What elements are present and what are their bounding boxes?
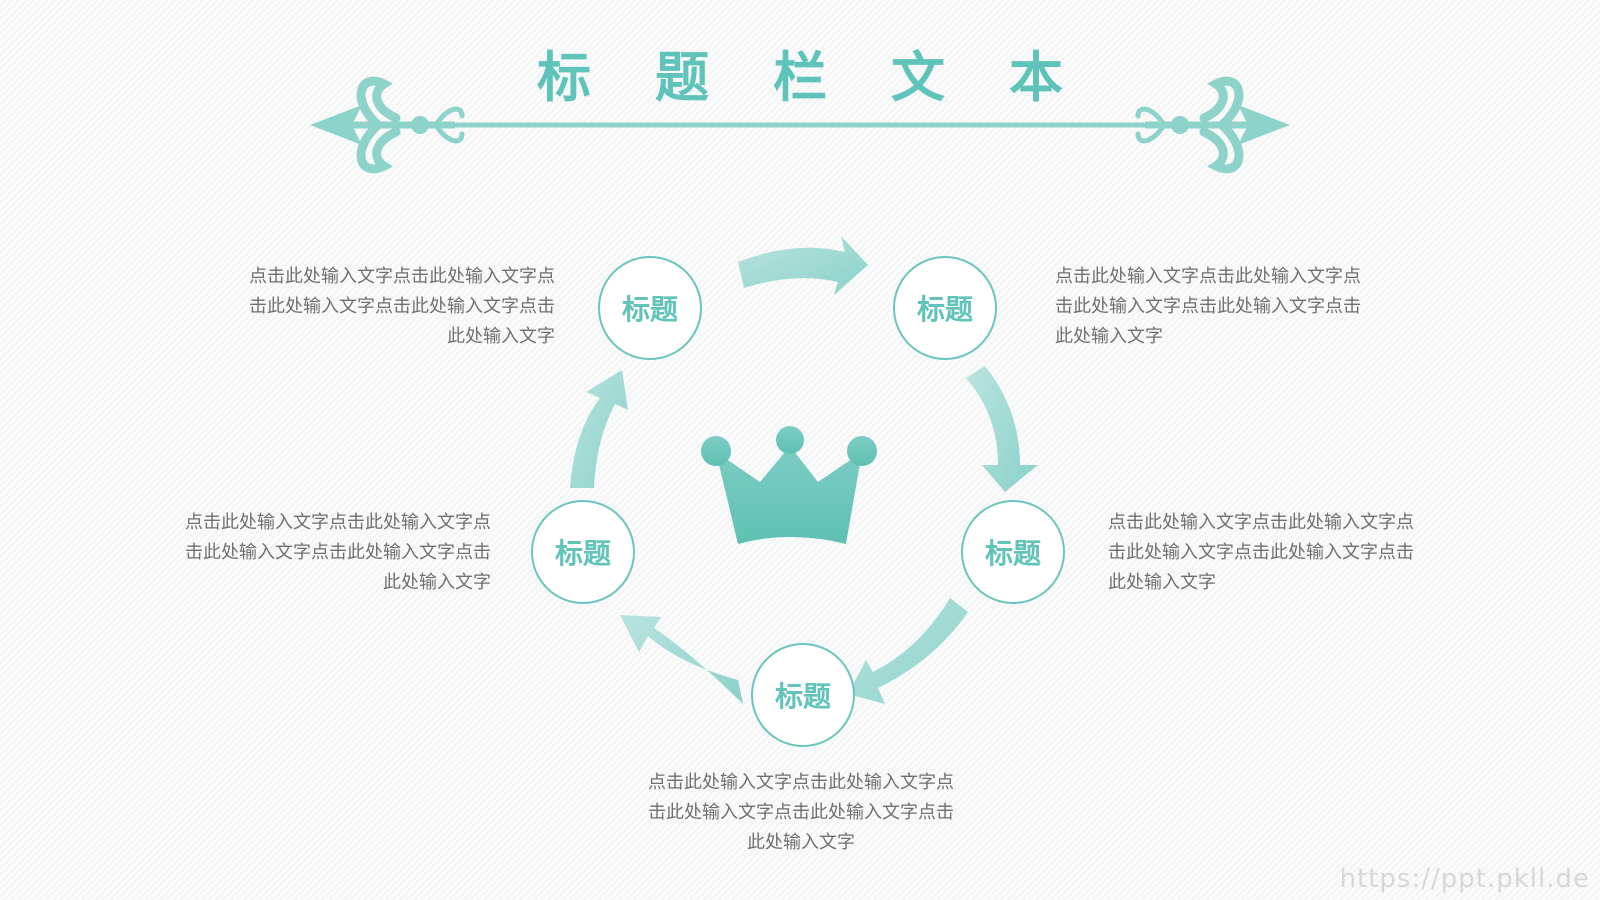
node-label: 标题 (774, 680, 831, 713)
node-4-description[interactable]: 点击此处输入文字点击此处输入文字点击此处输入文字点击此处输入文字点击此处输入文字 (648, 772, 954, 853)
watermark: https://ppt.pkll.de (1339, 864, 1590, 894)
cycle-node-3[interactable]: 标题 (961, 500, 1065, 604)
node-label: 标题 (916, 293, 973, 326)
cycle-node-4[interactable]: 标题 (751, 643, 855, 747)
node-label: 标题 (984, 537, 1041, 570)
cycle-node-5[interactable]: 标题 (531, 500, 635, 604)
title-ornament (310, 76, 1290, 174)
arrow-left (570, 370, 628, 488)
node-2-description[interactable]: 点击此处输入文字点击此处输入文字点击此处输入文字点击此处输入文字点击此处输入文字 (1055, 266, 1361, 347)
arrow-bottom-right (848, 598, 968, 704)
cycle-arrows (570, 236, 1038, 704)
arrow-top (738, 236, 868, 295)
node-1-description[interactable]: 点击此处输入文字点击此处输入文字点击此处输入文字点击此处输入文字点击此处输入文字 (249, 266, 555, 347)
node-3-description[interactable]: 点击此处输入文字点击此处输入文字点击此处输入文字点击此处输入文字点击此处输入文字 (1108, 512, 1414, 593)
crown-icon (701, 426, 877, 544)
page-title: 标题栏文本 (537, 45, 1127, 109)
node-5-description[interactable]: 点击此处输入文字点击此处输入文字点击此处输入文字点击此处输入文字点击此处输入文字 (185, 512, 491, 593)
node-label: 标题 (621, 293, 678, 326)
node-label: 标题 (554, 537, 611, 570)
arrow-bottom-left (620, 615, 743, 704)
cycle-node-2[interactable]: 标题 (893, 256, 997, 360)
arrow-right (966, 366, 1038, 492)
cycle-node-1[interactable]: 标题 (598, 256, 702, 360)
